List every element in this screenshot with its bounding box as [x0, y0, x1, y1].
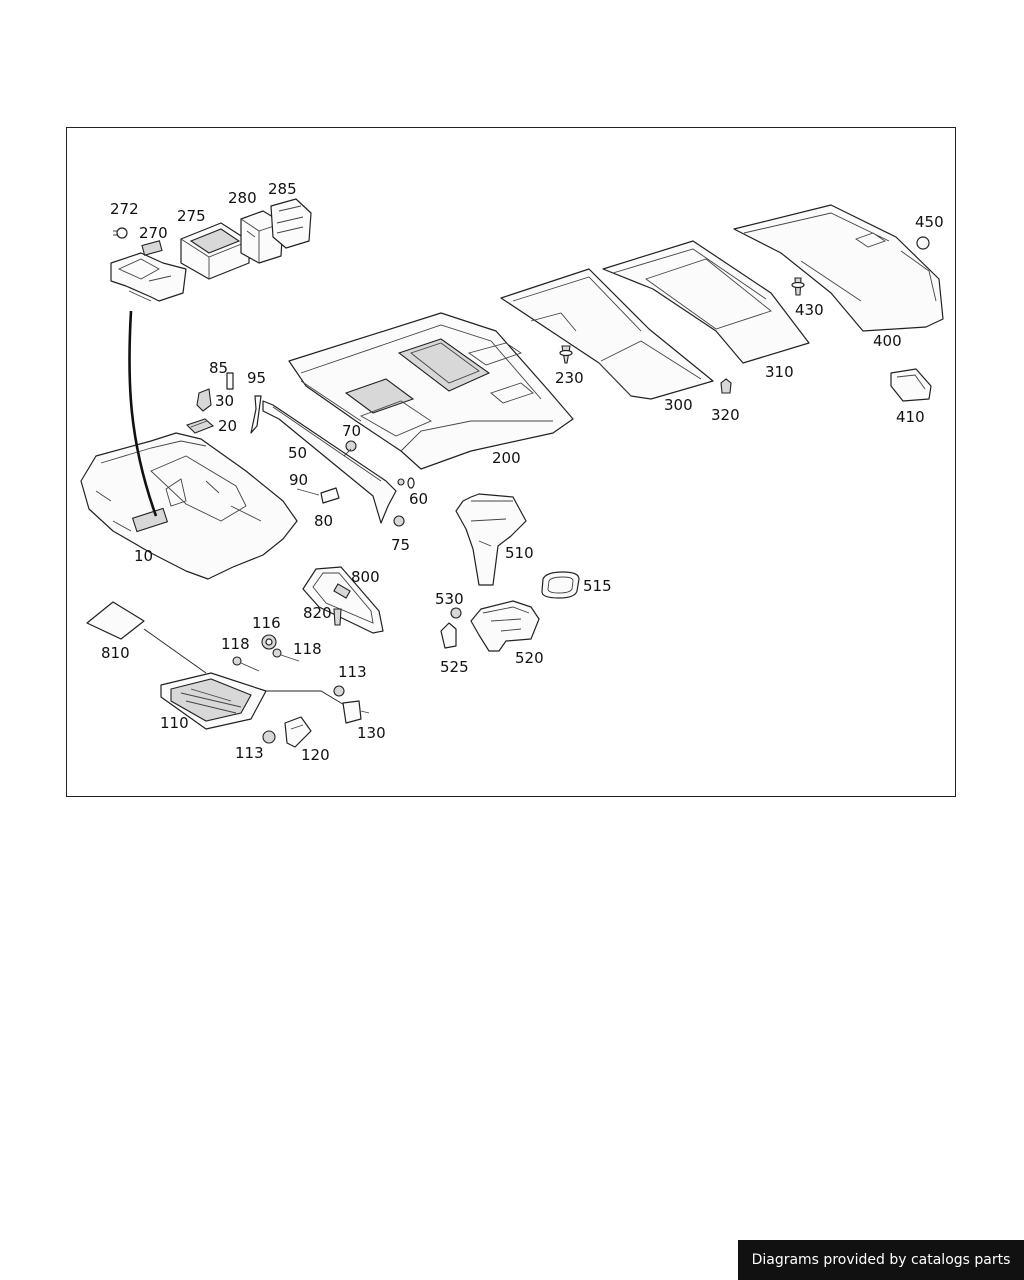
wiring-cable [128, 310, 158, 517]
part-label: 30 [215, 392, 234, 410]
exploded-parts-diagram: 10 20 30 50 60 70 75 80 85 90 95 110 113… [80, 180, 944, 764]
leader-110-130 [266, 690, 347, 707]
part-75-screw [393, 515, 405, 527]
part-label: 810 [101, 644, 130, 662]
part-label: 410 [896, 408, 925, 426]
credit-text: Diagrams provided by catalogs parts [751, 1252, 1011, 1268]
part-800-handle-panel [302, 566, 384, 634]
part-20-clip [185, 418, 215, 434]
part-label: 116 [252, 614, 281, 632]
part-85-pin [226, 372, 234, 390]
part-275-control-unit [180, 222, 250, 280]
part-450-clip [916, 236, 930, 250]
part-label: 310 [765, 363, 794, 381]
part-label: 200 [492, 449, 521, 467]
part-label: 320 [711, 406, 740, 424]
part-130-bracket [342, 700, 370, 724]
part-label: 515 [583, 577, 612, 595]
part-113-nut-lower [262, 730, 276, 744]
part-200-roof-liner-front [288, 312, 574, 470]
part-515-frame [541, 571, 580, 599]
part-60-washer [397, 477, 415, 489]
part-95-hook [250, 395, 262, 434]
part-113-nut-upper [333, 685, 345, 697]
part-120-bracket [284, 716, 312, 748]
part-label: 70 [342, 422, 361, 440]
part-label: 120 [301, 746, 330, 764]
part-230-fastener [559, 345, 573, 364]
part-50-rail [262, 400, 397, 524]
part-810-pad [86, 601, 145, 640]
part-label: 95 [247, 369, 266, 387]
part-label: 525 [440, 658, 469, 676]
part-label: 270 [139, 224, 168, 242]
part-label: 280 [228, 189, 257, 207]
part-70-screw [343, 440, 357, 457]
part-400-roof-liner-end [733, 204, 944, 332]
part-820-screw [333, 608, 342, 626]
part-90-bolt [296, 488, 320, 496]
part-116-washer [261, 634, 277, 650]
part-label: 400 [873, 332, 902, 350]
part-label: 300 [664, 396, 693, 414]
leader-810-110 [143, 628, 207, 674]
part-label: 285 [268, 180, 297, 198]
part-label: 110 [160, 714, 189, 732]
part-525-latch [440, 622, 457, 649]
part-270-bracket [110, 240, 187, 302]
part-label: 130 [357, 724, 386, 742]
part-label: 90 [289, 471, 308, 489]
part-label: 50 [288, 444, 307, 462]
part-label: 118 [293, 640, 322, 658]
parts-diagram-frame: 10 20 30 50 60 70 75 80 85 90 95 110 113… [66, 127, 956, 797]
part-label: 510 [505, 544, 534, 562]
part-300-roof-liner-middle [500, 268, 714, 400]
part-80-bracket [320, 487, 340, 504]
part-10-headliner [80, 432, 298, 580]
part-label: 10 [134, 547, 153, 565]
part-label: 118 [221, 635, 250, 653]
part-label: 272 [110, 200, 139, 218]
part-label: 820 [303, 604, 332, 622]
part-520-housing [470, 600, 540, 652]
part-110-lamp-unit [160, 672, 267, 730]
part-label: 60 [409, 490, 428, 508]
part-label: 80 [314, 512, 333, 530]
part-285-cover [270, 198, 312, 249]
credit-banner: Diagrams provided by catalogs parts [738, 1240, 1024, 1280]
part-label: 113 [235, 744, 264, 762]
part-118-bolt-right [272, 648, 300, 662]
part-label: 275 [177, 207, 206, 225]
part-272-screw [113, 227, 128, 239]
part-label: 113 [338, 663, 367, 681]
part-320-fastener [720, 378, 732, 394]
part-530-nut [450, 607, 462, 619]
part-label: 520 [515, 649, 544, 667]
part-label: 430 [795, 301, 824, 319]
part-label: 450 [915, 213, 944, 231]
part-310-roof-liner-rear [602, 240, 810, 364]
part-label: 20 [218, 417, 237, 435]
part-30-clip [196, 388, 212, 412]
part-410-trim [890, 368, 932, 402]
part-430-fastener [791, 277, 805, 296]
part-label: 230 [555, 369, 584, 387]
part-label: 530 [435, 590, 464, 608]
part-510-console [455, 493, 527, 586]
part-118-bolt-left [232, 656, 260, 672]
part-label: 75 [391, 536, 410, 554]
part-label: 800 [351, 568, 380, 586]
part-label: 85 [209, 359, 228, 377]
